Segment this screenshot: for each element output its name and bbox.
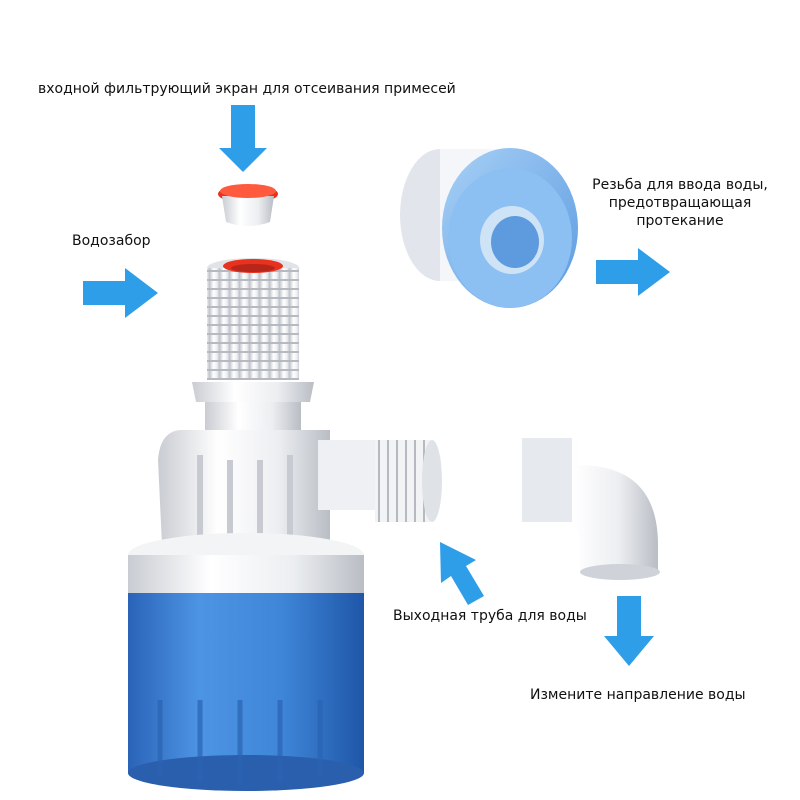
thread-label-line1: Резьба для ввода воды, (592, 177, 768, 193)
filter-screen-label: входной фильтрующий экран для отсеивания… (38, 81, 456, 97)
float-base (128, 533, 364, 791)
valve-inlet-thread (207, 258, 299, 380)
filter-screen-part (218, 184, 278, 226)
arrow-up-left-icon (440, 542, 484, 605)
arrow-down-icon (219, 105, 267, 172)
outlet-pipe-label: Выходная труба для воды (393, 608, 587, 624)
arrow-right-icon (83, 268, 158, 318)
hex-nut (192, 382, 314, 402)
change-direction-label: Измените направление воды (530, 687, 746, 703)
elbow-fitting (522, 438, 660, 580)
thread-label: Резьба для ввода воды, предотвращающая п… (580, 176, 780, 230)
arrow-down-icon (604, 596, 654, 666)
thread-label-line3: протекание (636, 213, 724, 229)
arrow-right-icon (596, 248, 670, 296)
valve-outlet-thread (318, 440, 442, 522)
water-intake-label: Водозабор (72, 233, 151, 249)
thread-tape-roll (400, 148, 578, 308)
valve-body (158, 430, 330, 545)
thread-label-line2: предотвращающая (608, 195, 752, 211)
